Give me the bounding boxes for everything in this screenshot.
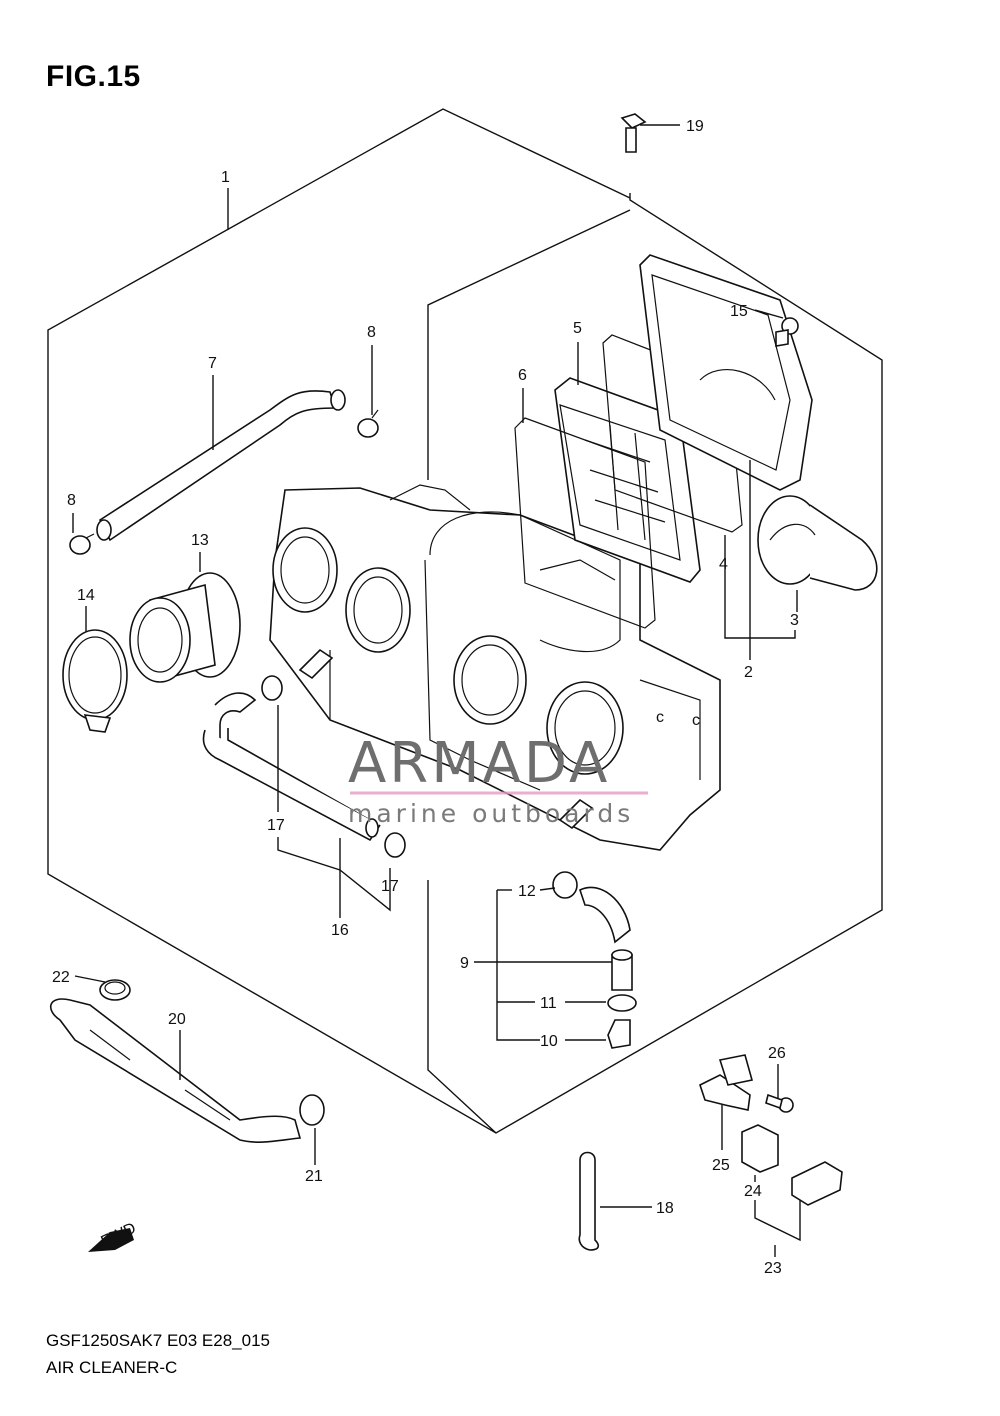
callout-25: 25	[712, 1157, 730, 1174]
callout-24: 24	[744, 1183, 762, 1200]
callout-26: 26	[768, 1045, 786, 1062]
callout-16: 16	[331, 922, 349, 939]
bolt-19	[620, 113, 647, 153]
hose-7	[96, 389, 346, 542]
clamp-22	[99, 979, 131, 1001]
watermark-brand: ARMADA	[348, 731, 610, 796]
intake-boot-13	[129, 572, 241, 683]
watermark-tagline: marine outboards	[348, 799, 634, 828]
callout-22: 22	[52, 969, 70, 986]
fwd-arrow-icon: FWD	[88, 1220, 139, 1252]
bolt-26	[765, 1093, 794, 1113]
air-cleaner-case: c c	[269, 484, 721, 851]
clamps-17	[261, 675, 406, 858]
leader-lines	[72, 124, 801, 1257]
callout-12: 12	[518, 883, 536, 900]
svg-text:c: c	[656, 709, 664, 726]
callout-21: 21	[305, 1168, 323, 1185]
callout-18: 18	[656, 1200, 674, 1217]
connector-23	[791, 1161, 843, 1206]
bracket-25	[699, 1054, 754, 1111]
clamps-8	[69, 409, 379, 555]
callout-15: 15	[730, 303, 748, 320]
callout-11: 11	[540, 995, 557, 1012]
figure-title: FIG.15	[46, 60, 141, 93]
callout-20: 20	[168, 1011, 186, 1028]
callout-5: 5	[573, 320, 582, 337]
callout-19: 19	[686, 118, 704, 135]
callout-9: 9	[460, 955, 469, 972]
callout-labels: 1 19 15 5 6 7 8 8 13 14 4 3 2 17 17 16 1…	[52, 118, 799, 1277]
callout-17-left: 17	[267, 817, 285, 834]
drain-parts	[552, 871, 637, 1049]
coupler-24	[741, 1124, 779, 1173]
clamp-band-14	[62, 629, 128, 733]
nipple-pipe	[298, 648, 594, 830]
callout-17-right: 17	[381, 878, 399, 895]
callout-10: 10	[540, 1033, 558, 1050]
callout-23: 23	[764, 1260, 782, 1277]
hose-20	[49, 998, 302, 1143]
clamp-21	[299, 1094, 325, 1126]
callout-4: 4	[719, 556, 728, 573]
model-code: GSF1250SAK7 E03 E28_015	[46, 1331, 270, 1350]
callout-7: 7	[208, 355, 217, 372]
callout-13: 13	[191, 532, 209, 549]
hose-16	[202, 692, 381, 842]
screw-15	[775, 317, 799, 347]
assembly-outline	[47, 108, 883, 1134]
callout-2: 2	[744, 664, 753, 681]
callout-8-top: 8	[367, 324, 376, 341]
svg-text:c: c	[692, 712, 700, 729]
intake-funnel	[757, 495, 878, 591]
gasket-seals	[514, 334, 743, 629]
section-name: AIR CLEANER-C	[46, 1358, 178, 1377]
callout-1: 1	[221, 169, 230, 186]
callout-14: 14	[77, 587, 95, 604]
callout-8-left: 8	[67, 492, 76, 509]
callout-3: 3	[790, 612, 799, 629]
callout-6: 6	[518, 367, 527, 384]
strap-18	[578, 1151, 600, 1251]
